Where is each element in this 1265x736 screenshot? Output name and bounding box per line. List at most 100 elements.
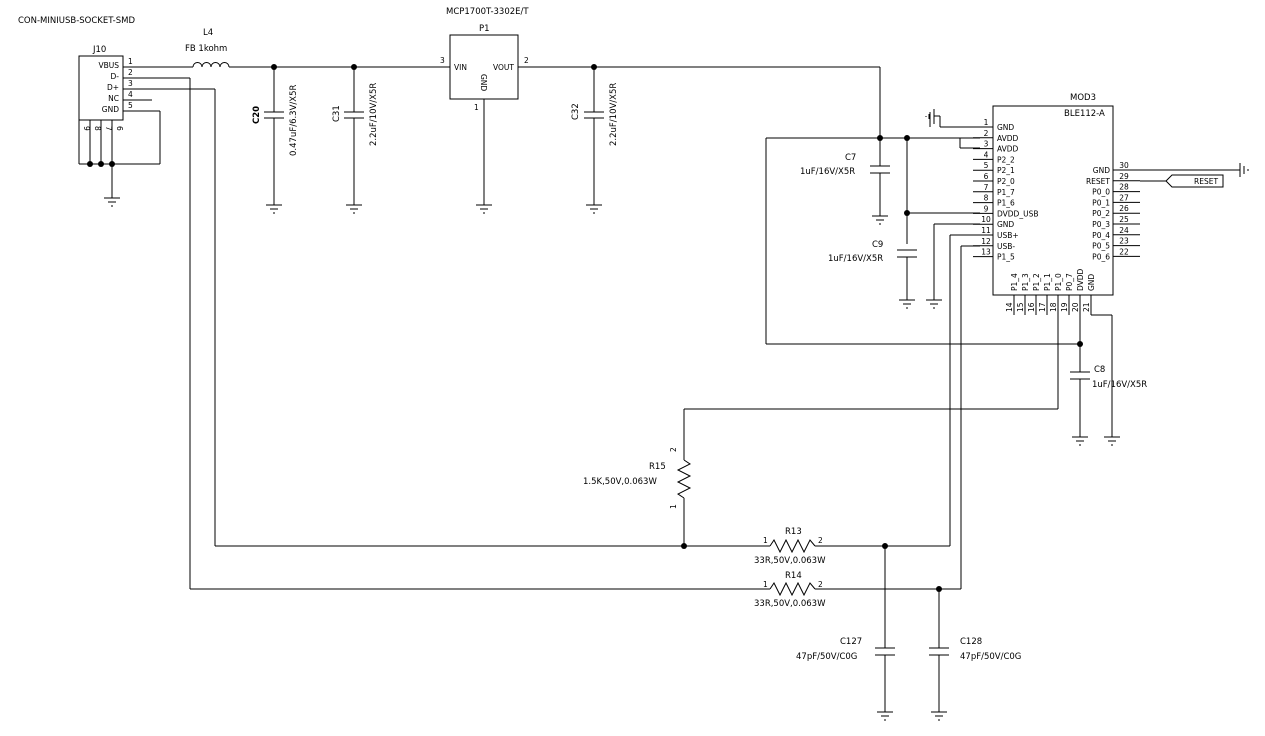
- regulator-part-label: MCP1700T-3302E/T: [446, 7, 529, 17]
- c32-value-label: 2.2uF/10V/X5R: [609, 83, 619, 146]
- c127-value-label: 47pF/50V/C0G: [796, 652, 857, 662]
- usb-connector-j10[interactable]: CON-MINIUSB-SOCKET-SMD J10 VBUS D- D+ NC…: [18, 16, 215, 207]
- module-pin-name: P0_3: [1092, 220, 1110, 229]
- module-pin-num: 29: [1119, 172, 1129, 181]
- module-pin-name: P1_7: [997, 188, 1015, 197]
- module-pin-name: P0_6: [1092, 252, 1110, 261]
- ground-symbol: [585, 204, 603, 214]
- capacitor-c128[interactable]: C128 47pF/50V/C0G: [929, 589, 1021, 721]
- pin-num-6: 6: [115, 126, 124, 131]
- pin-num-3: 3: [128, 79, 133, 88]
- module-pin-name: P0_7: [1065, 273, 1074, 291]
- module-pin-num: 7: [984, 183, 989, 192]
- module-pin-num: 20: [1071, 302, 1080, 312]
- r15-zigzag: [676, 459, 692, 499]
- ground-symbol: [1071, 436, 1089, 446]
- resistor-r13[interactable]: R13 1 2 33R,50V,0.063W: [754, 527, 826, 566]
- module-pin-num: 24: [1119, 226, 1129, 235]
- resistor-r14[interactable]: R14 1 2 33R,50V,0.063W: [754, 571, 826, 609]
- module-pin-name: P0_0: [1092, 188, 1110, 197]
- power-net: [765, 67, 1080, 345]
- module-pin-name: GND: [997, 123, 1014, 132]
- module-bottom-wiring: [683, 314, 1121, 460]
- module-right-pins: 30GND29RESET28P0_027P0_126P0_225P0_324P0…: [1086, 161, 1140, 261]
- ground-symbol: [871, 215, 889, 225]
- capacitor-c20[interactable]: C20 0.47uF/6.3V/X5R: [252, 64, 299, 214]
- ground-symbol: [103, 197, 121, 207]
- c9-value-label: 1uF/16V/X5R: [828, 254, 883, 264]
- ground-symbol: [345, 204, 363, 214]
- ferrite-l4[interactable]: L4 FB 1kohm: [152, 28, 440, 68]
- capacitor-c8[interactable]: C8 1uF/16V/X5R: [1092, 365, 1147, 390]
- connector-part-label: CON-MINIUSB-SOCKET-SMD: [18, 16, 135, 26]
- module-pin-num: 14: [1005, 302, 1014, 312]
- resistor-r15[interactable]: R15 1.5K,50V,0.063W 2 1: [583, 447, 692, 546]
- module-pin-name: P2_2: [997, 155, 1015, 164]
- r14-pin-1: 1: [763, 580, 768, 589]
- r13-zigzag: [769, 538, 816, 554]
- module-pin-num: 18: [1049, 302, 1058, 312]
- pin-num-9: 9: [82, 126, 91, 131]
- module-pin-name: P1_5: [997, 253, 1015, 262]
- module-pin-name: DVDD_USB: [997, 209, 1038, 218]
- inductor-coil: [192, 62, 230, 68]
- ble-module-mod3[interactable]: MOD3 BLE112-A 1GND2AVDD3AVDD4P2_25P2_16P…: [973, 93, 1140, 315]
- r15-pin-2: 2: [669, 447, 678, 452]
- connector-ref-label: J10: [92, 45, 106, 55]
- r14-ref-label: R14: [785, 571, 802, 581]
- ferrite-value-label: FB 1kohm: [185, 44, 227, 54]
- pin-num-1: 1: [128, 57, 133, 66]
- usb-data-nets: [189, 78, 980, 592]
- module-pin-name: P0_5: [1092, 242, 1110, 251]
- capacitor-c9[interactable]: C9 1uF/16V/X5R: [828, 240, 917, 309]
- pin-num-5: 5: [128, 101, 133, 110]
- module-body: [992, 105, 1114, 296]
- module-pin-num: 22: [1119, 247, 1129, 256]
- module-bottom-pins: 14P1_415P1_316P1_217P1_118P1_019P0_720DV…: [1005, 268, 1096, 315]
- module-pin-name: P2_1: [997, 166, 1015, 175]
- reset-net-label-flag: [1165, 174, 1224, 188]
- module-pin-name: AVDD: [997, 145, 1019, 154]
- regulator-pin-num-3: 3: [440, 56, 445, 65]
- c9-ref-label: C9: [872, 240, 883, 250]
- module-pin-name: AVDD: [997, 134, 1019, 143]
- ferrite-ref-label: L4: [203, 28, 213, 38]
- regulator-ref-label: P1: [479, 24, 490, 34]
- capacitor-c7[interactable]: C7 1uF/16V/X5R: [800, 138, 890, 225]
- module-pin-num: 19: [1060, 302, 1069, 312]
- c20-ref-label: C20: [252, 106, 262, 124]
- module-pin-num: 1: [984, 118, 989, 127]
- ground-symbol: [930, 711, 948, 721]
- module-pin-num: 28: [1119, 183, 1129, 192]
- capacitor-c32[interactable]: C32 2.2uF/10V/X5R: [571, 64, 619, 214]
- ground-symbol: [876, 711, 894, 721]
- capacitor-c127[interactable]: C127 47pF/50V/C0G: [796, 546, 895, 721]
- c7-value-label: 1uF/16V/X5R: [800, 167, 855, 177]
- c7-ref-label: C7: [845, 153, 856, 163]
- reset-net-label: RESET: [1194, 177, 1218, 186]
- regulator-pin-num-1: 1: [474, 103, 479, 112]
- regulator-p1[interactable]: MCP1700T-3302E/T P1 VIN VOUT GND 3 2 1: [440, 7, 880, 214]
- module-pin-name: GND: [1087, 274, 1096, 291]
- pin-name-dplus: D+: [107, 83, 119, 92]
- pin-num-7: 7: [104, 126, 113, 131]
- module-pin-name: P1_0: [1054, 273, 1063, 291]
- module-pin-num: 8: [984, 194, 989, 203]
- module-pin-name: P1_2: [1032, 273, 1041, 291]
- module-pin-name: P0_2: [1092, 209, 1110, 218]
- ground-symbol: [1103, 436, 1121, 446]
- capacitor-c31[interactable]: C31 2.2uF/10V/X5R: [332, 64, 379, 214]
- ground-symbol: [475, 204, 493, 214]
- module-pin-name: P1_1: [1043, 273, 1052, 291]
- module-pin-name: USB+: [997, 231, 1019, 240]
- pin-name-vbus: VBUS: [98, 61, 119, 70]
- pin-name-gnd: GND: [102, 105, 119, 114]
- module-pin-name: P1_4: [1010, 273, 1019, 291]
- c8-ref-label: C8: [1094, 365, 1105, 375]
- module-pin-num: 27: [1119, 193, 1129, 202]
- c8-value-label: 1uF/16V/X5R: [1092, 380, 1147, 390]
- c20-value-label: 0.47uF/6.3V/X5R: [289, 85, 299, 156]
- module-pin-num: 30: [1119, 161, 1129, 170]
- module-pin-name: USB-: [997, 242, 1015, 251]
